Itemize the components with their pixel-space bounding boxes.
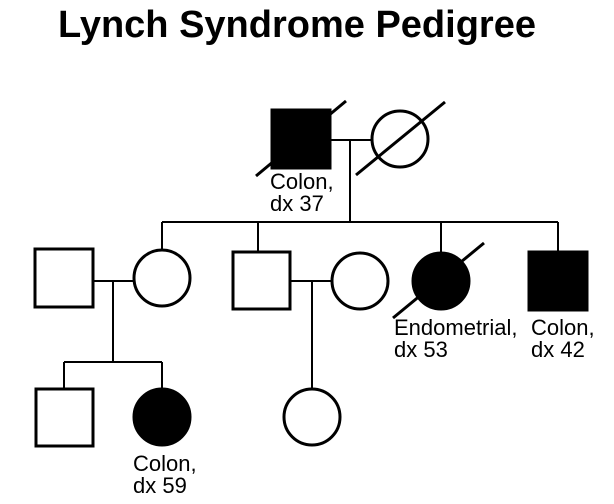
label-II-5-dx-age: dx 53 — [394, 337, 448, 362]
deceased-slash-II-5 — [392, 241, 485, 320]
individual-III-1-male — [34, 387, 95, 448]
individual-III-3-female — [282, 387, 342, 447]
individual-II-2-female — [132, 248, 192, 308]
individual-II-6-affected-male — [527, 250, 589, 312]
individual-II-4-female — [330, 251, 390, 311]
label-I-1-condition: Colon, — [270, 169, 334, 194]
deceased-slash-I-2 — [355, 100, 446, 177]
label-III-2-dx-age: dx 59 — [133, 473, 187, 498]
individual-III-2-affected-female — [132, 387, 192, 447]
label-II-6-condition: Colon, — [531, 315, 595, 340]
individual-II-3-male — [231, 250, 292, 311]
label-I-1-dx-age: dx 37 — [270, 191, 324, 216]
label-III-2-condition: Colon, — [133, 451, 197, 476]
label-II-5-condition: Endometrial, — [394, 315, 518, 340]
diagram-title: Lynch Syndrome Pedigree — [58, 4, 536, 46]
individual-II-1-male — [33, 247, 95, 309]
deceased-slash-I-1 — [255, 99, 347, 178]
label-II-6-dx-age: dx 42 — [531, 337, 585, 362]
